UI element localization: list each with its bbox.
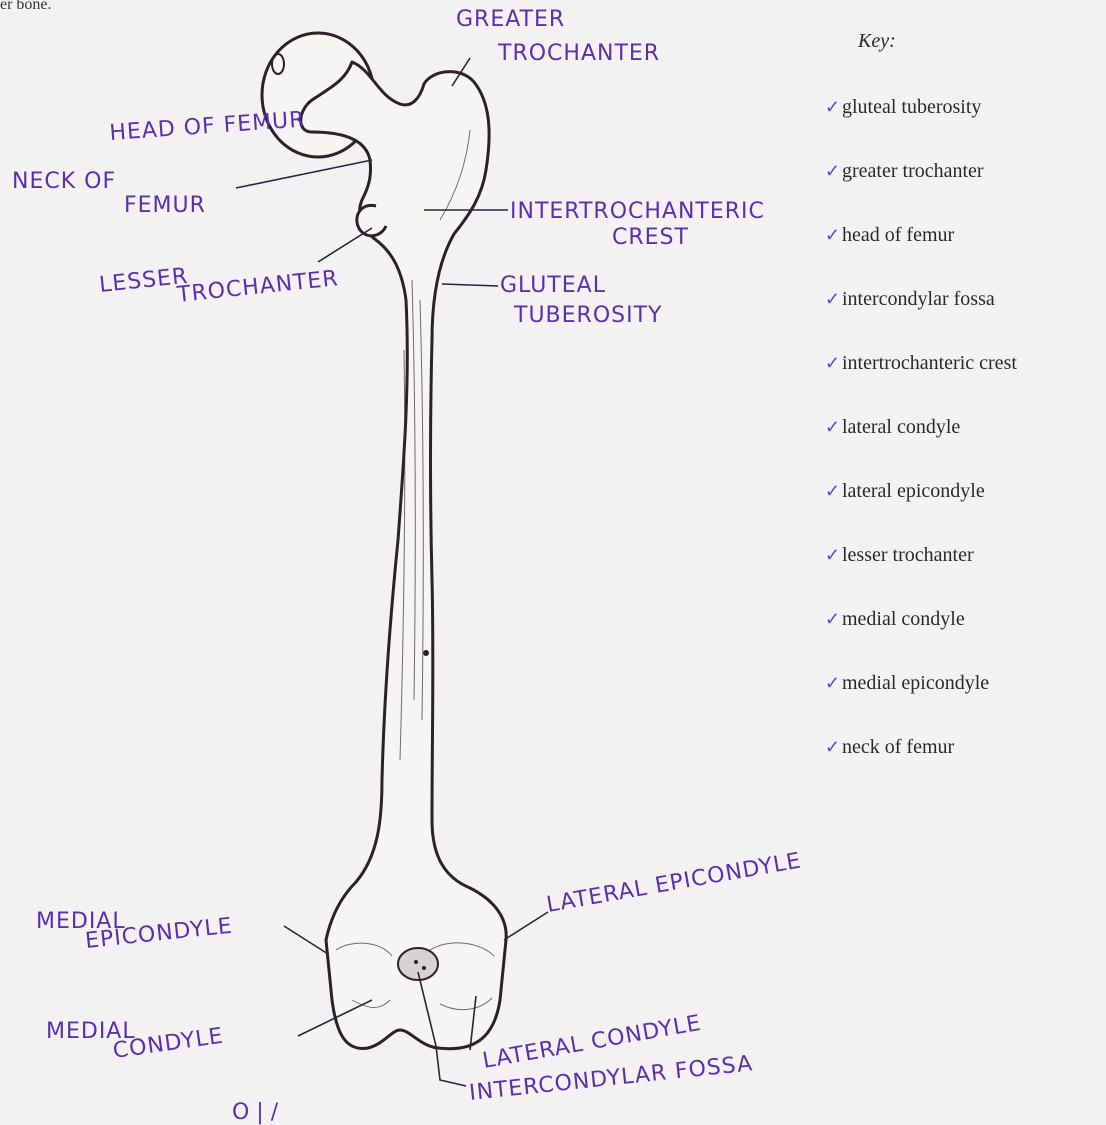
leader-lateral-epicondyle [504, 912, 548, 940]
leader-medial-epicondyle [284, 926, 328, 954]
leader-lesser-trochanter [318, 228, 372, 262]
bottom-text-fragment: O | / [232, 1100, 278, 1125]
key-item: ✓lateral epicondyle [810, 459, 1106, 523]
label-neck-of-femur-line2: FEMUR [124, 193, 206, 218]
checkmark-icon: ✓ [810, 609, 840, 630]
label-intertrochanteric-line1: INTERTROCHANTERIC [510, 199, 765, 224]
key-item: ✓neck of femur [810, 715, 1106, 779]
key-item-label: medial epicondyle [842, 672, 989, 695]
label-intertrochanteric-line2: CREST [612, 225, 689, 250]
checkmark-icon: ✓ [810, 481, 840, 502]
leader-gluteal [442, 284, 498, 286]
checkmark-icon: ✓ [810, 289, 840, 310]
key-item-label: lateral condyle [842, 416, 960, 439]
key-item: ✓medial epicondyle [810, 651, 1106, 715]
key-item-label: medial condyle [842, 608, 965, 631]
key-panel: Key: ✓gluteal tuberosity✓greater trochan… [810, 30, 1106, 779]
key-item: ✓intertrochanteric crest [810, 331, 1106, 395]
checkmark-icon: ✓ [810, 353, 840, 374]
label-lateral-epicondyle: LATERAL EPICONDYLE [545, 848, 804, 917]
key-item-label: gluteal tuberosity [842, 96, 981, 119]
key-item: ✓gluteal tuberosity [810, 75, 1106, 139]
key-item-label: intertrochanteric crest [842, 352, 1017, 375]
checkmark-icon: ✓ [810, 737, 840, 758]
key-item-label: lesser trochanter [842, 544, 974, 567]
label-lesser-trochanter-line1: LESSER [98, 264, 189, 298]
label-greater-trochanter-line1: GREATER [456, 7, 565, 32]
key-item: ✓medial condyle [810, 587, 1106, 651]
checkmark-icon: ✓ [810, 97, 840, 118]
nutrient-foramen-dot [423, 650, 429, 656]
key-item-label: intercondylar fossa [842, 288, 995, 311]
label-gluteal-line2: TUBEROSITY [513, 303, 662, 328]
label-neck-of-femur-line1: NECK OF [12, 169, 116, 194]
key-item: ✓head of femur [810, 203, 1106, 267]
key-item: ✓greater trochanter [810, 139, 1106, 203]
key-item: ✓lesser trochanter [810, 523, 1106, 587]
femur-bone [262, 33, 506, 1049]
checkmark-icon: ✓ [810, 225, 840, 246]
checkmark-icon: ✓ [810, 545, 840, 566]
fossa-dot [414, 960, 418, 964]
key-title: Key: [858, 30, 1106, 53]
label-greater-trochanter-line2: TROCHANTER [497, 41, 660, 66]
key-list: ✓gluteal tuberosity✓greater trochanter✓h… [810, 75, 1106, 779]
key-item-label: head of femur [842, 224, 954, 247]
leader-neck-of-femur [236, 160, 372, 188]
checkmark-icon: ✓ [810, 673, 840, 694]
key-item-label: neck of femur [842, 736, 954, 759]
key-item-label: lateral epicondyle [842, 480, 985, 503]
key-item-label: greater trochanter [842, 160, 984, 183]
label-lesser-trochanter-line2: TROCHANTER [175, 266, 340, 308]
fossa-dot [422, 966, 426, 970]
label-gluteal-line1: GLUTEAL [500, 273, 606, 298]
key-item: ✓intercondylar fossa [810, 267, 1106, 331]
key-item: ✓lateral condyle [810, 395, 1106, 459]
checkmark-icon: ✓ [810, 161, 840, 182]
label-head-of-femur: HEAD OF FEMUR [109, 107, 307, 146]
checkmark-icon: ✓ [810, 417, 840, 438]
